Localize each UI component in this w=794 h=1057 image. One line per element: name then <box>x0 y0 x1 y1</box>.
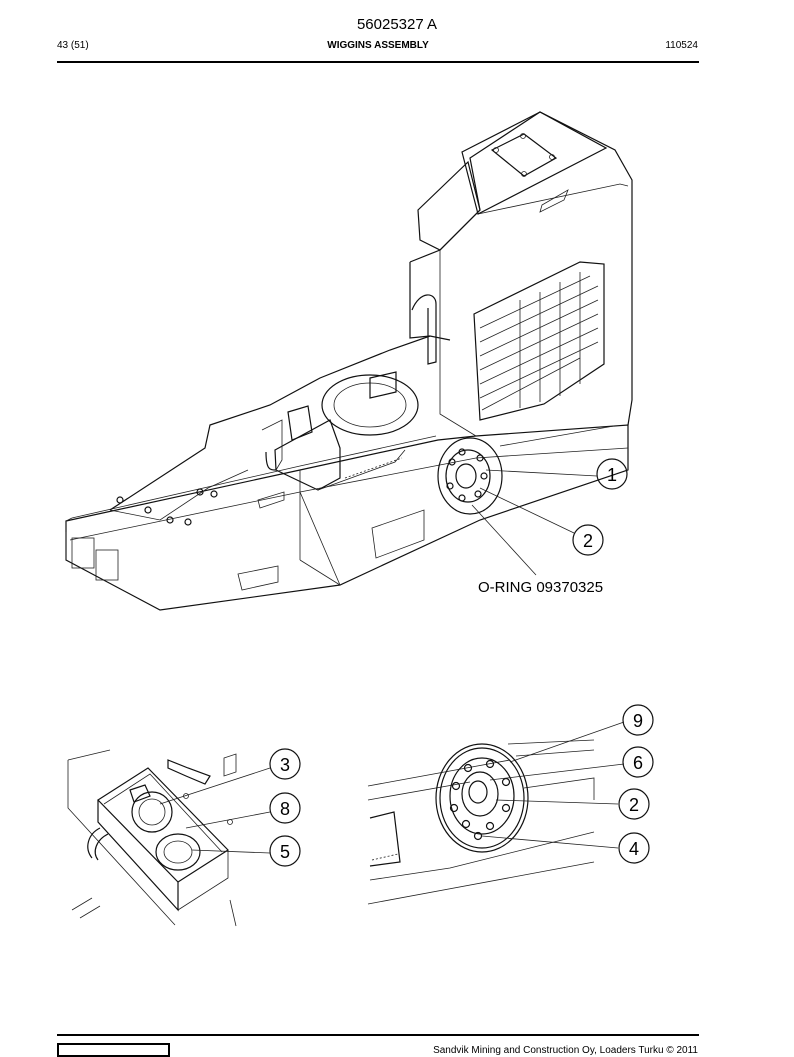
wheel-hub-flange <box>437 437 503 515</box>
date-code: 110524 <box>665 40 698 51</box>
callout-3: 3 <box>280 755 290 775</box>
radiator-grille <box>473 261 605 421</box>
section-title: WIGGINS ASSEMBLY <box>327 40 429 51</box>
callout-6: 6 <box>633 753 643 773</box>
page-count: 43 (51) <box>57 40 89 51</box>
company-logo <box>57 1043 170 1057</box>
callout-5: 5 <box>280 842 290 862</box>
main-assembly-drawing: 1 2 O-RING 09370325 <box>65 111 633 611</box>
callout-9: 9 <box>633 711 643 731</box>
callout-1: 1 <box>607 465 617 485</box>
header-rule <box>57 61 699 63</box>
detail-tank-drawing: 3 8 5 <box>67 748 301 927</box>
deck-bolts <box>116 488 218 526</box>
callout-2: 2 <box>583 531 593 551</box>
detail-hub-drawing: 9 6 2 4 <box>367 704 654 905</box>
callout-4: 4 <box>629 839 639 859</box>
callout-2-detail: 2 <box>629 795 639 815</box>
callout-8: 8 <box>280 799 290 819</box>
footer-rule <box>57 1034 699 1036</box>
footer-copyright: Sandvik Mining and Construction Oy, Load… <box>433 1045 698 1056</box>
document-number: 56025327 A <box>356 16 438 33</box>
oring-part-label: O-RING 09370325 <box>478 579 603 596</box>
